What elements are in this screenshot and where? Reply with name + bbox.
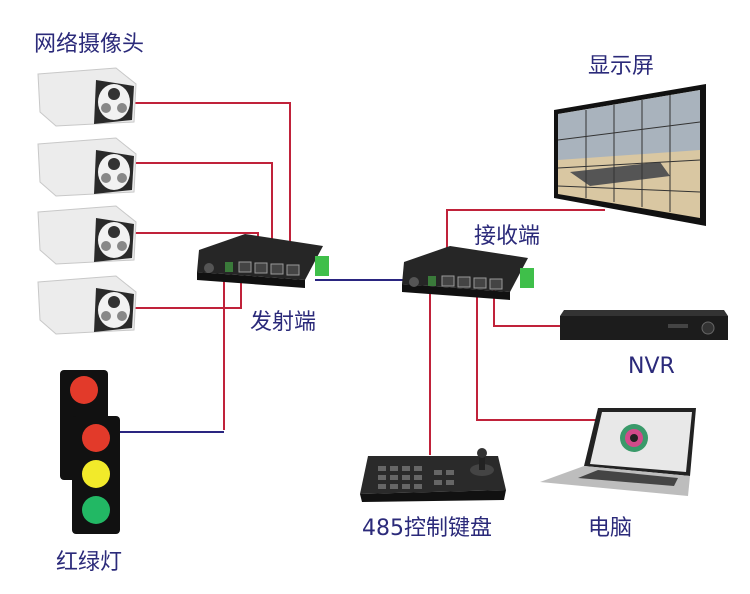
display-wall [550,80,710,234]
switch-icon [197,234,329,288]
camera-icon [37,137,137,197]
wire-camera-4 [132,278,242,309]
traffic-light-label: 红绿灯 [56,550,123,575]
camera-icon [37,67,137,127]
traffic-light [52,368,122,542]
video-wall-icon [554,84,706,226]
camera-2 [36,134,140,204]
nvr-label: NVR [628,354,675,379]
nvr-device [558,306,730,350]
transmitter-device [195,232,335,294]
nvr-icon [560,310,728,340]
terminal-block [520,268,534,288]
wire-camera-1 [135,102,291,270]
transmitter-label: 发射端 [250,310,317,335]
ptz-keyboard [358,448,508,510]
keyboard-label: 485控制键盘 [362,516,492,541]
computer-label: 电脑 [588,516,633,541]
receiver-label: 接收端 [474,224,541,249]
cameras-label: 网络摄像头 [34,32,145,57]
camera-3 [36,202,140,272]
receiver-device [400,244,540,306]
yellow-lamp [82,460,110,488]
camera-1 [36,64,140,134]
laptop [538,404,698,504]
wire-camera-2 [135,162,273,270]
wire-computer [476,290,600,421]
switch-icon [402,246,534,300]
laptop-icon [540,408,696,496]
red-lamp [82,424,110,452]
terminal-block [315,256,329,276]
wire-nvr [493,290,562,327]
camera-4 [36,272,140,342]
traffic-light-icon [60,370,120,534]
keyboard-icon [360,448,506,502]
display-label: 显示屏 [588,54,655,79]
green-lamp [82,496,110,524]
camera-icon [37,205,137,265]
camera-icon [37,275,137,335]
